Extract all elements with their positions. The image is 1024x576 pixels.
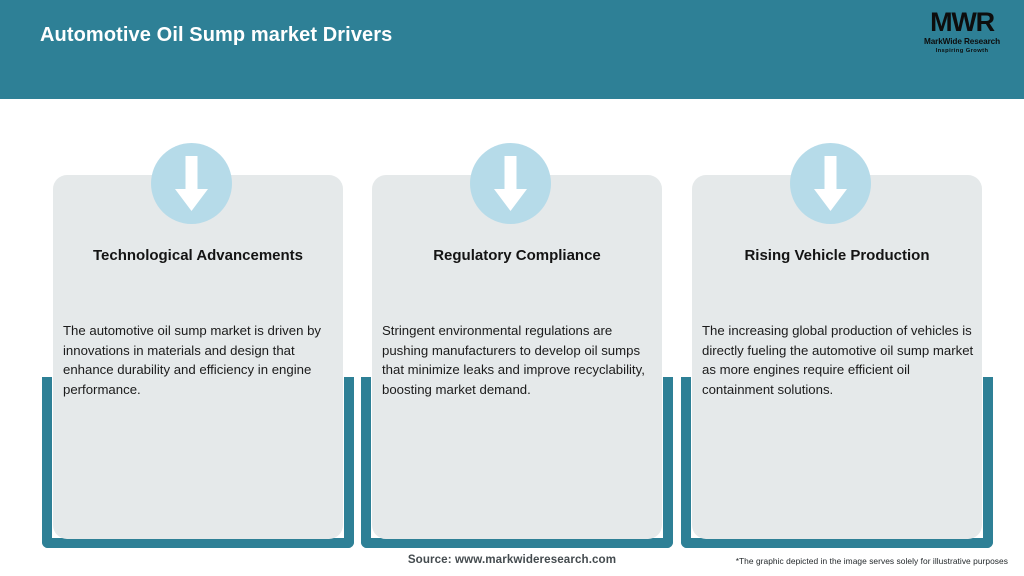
driver-card: Technological Advancements The automotiv…	[33, 99, 363, 549]
card-title: Regulatory Compliance	[433, 247, 601, 264]
card-panel	[372, 175, 662, 539]
card-accent-frame	[361, 377, 673, 548]
disclaimer-note: *The graphic depicted in the image serve…	[735, 556, 1008, 566]
arrow-down-icon	[470, 143, 551, 224]
driver-card: Regulatory Compliance Stringent environm…	[352, 99, 682, 549]
card-accent-frame	[681, 377, 993, 548]
arrow-down-icon	[151, 143, 232, 224]
arrow-down-icon	[790, 143, 871, 224]
driver-card: Rising Vehicle Production The increasing…	[672, 99, 1002, 549]
header-bar: Automotive Oil Sump market Drivers MWR M…	[0, 0, 1024, 99]
page-title: Automotive Oil Sump market Drivers	[40, 24, 393, 46]
card-accent-frame	[42, 377, 354, 548]
card-body-text: Stringent environmental regulations are …	[382, 323, 645, 397]
source-label: Source: www.markwideresearch.com	[407, 553, 617, 566]
logo-tagline: Inspiring Growth	[935, 48, 989, 54]
logo-company-name: MarkWide Research	[923, 37, 1001, 46]
brand-logo: MWR MarkWide Research Inspiring Growth	[914, 8, 1010, 64]
card-panel	[53, 175, 343, 539]
card-title: Rising Vehicle Production	[744, 247, 930, 264]
card-body-text: The automotive oil sump market is driven…	[63, 323, 321, 397]
card-title: Technological Advancements	[92, 247, 304, 264]
driver-cards-container: Technological Advancements The automotiv…	[0, 99, 1024, 549]
card-panel	[692, 175, 982, 539]
logo-monogram: MWR	[930, 7, 995, 37]
card-body-text: The increasing global production of vehi…	[702, 323, 974, 397]
